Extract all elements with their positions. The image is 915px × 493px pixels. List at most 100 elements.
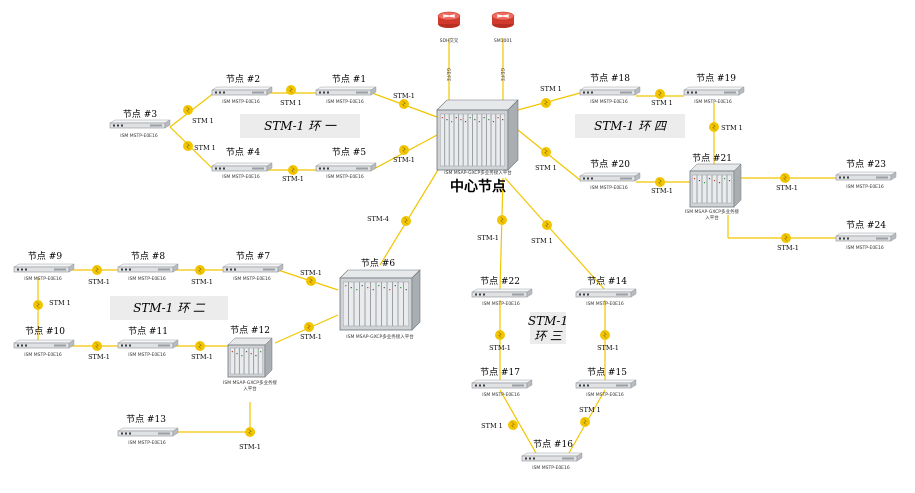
ring-two-box	[110, 296, 228, 320]
node-17-label: 节点 #17	[480, 367, 520, 378]
node-12-caption-line1: ISM MSAP-GXCP多业务接	[223, 379, 277, 386]
bolt-3-4-icon	[183, 141, 193, 151]
node-23: 节点 #23 ISM MSTP-E0E16	[835, 159, 897, 190]
node-17: 节点 #17 ISM MSTP-E0E16	[471, 367, 533, 398]
node-5: 节点 #5 ISM MSTP-E0E16	[315, 147, 377, 180]
node-16-label: 节点 #16	[533, 439, 573, 450]
node-2: 节点 #2 ISM MSTP-E0E16	[211, 74, 273, 105]
node-12-caption-line2: 入平台	[243, 385, 257, 392]
node-13-device	[117, 427, 179, 437]
node-15-device	[575, 379, 637, 389]
stm-label-1-center: STM-1	[393, 92, 415, 100]
router-right-label: SM1001	[494, 38, 512, 44]
bolt-15-16-icon	[580, 417, 590, 427]
rack-nodes: 节点 #21 ISM MSAP-GXCP多业务接 入平台 节点 #6 ISM M…	[223, 153, 742, 392]
bolt-1-center-icon	[399, 99, 409, 109]
uplink-right-label: GE/FE	[499, 68, 505, 81]
ring-labels: STM-1 环 一 STM-1 环 四 STM-1 环 二 STM-1 环 三	[110, 114, 685, 344]
node-23-device	[835, 171, 897, 181]
uplink-left-label: GE/FE	[445, 68, 451, 81]
stm-label-2-1: STM 1	[280, 99, 302, 107]
bolt-19-21-icon	[709, 122, 719, 132]
node-10-label: 节点 #10	[25, 326, 65, 337]
node-1: 节点 #1 ISM MSTP-E0E16	[315, 74, 377, 105]
bolt-21-23-icon	[780, 173, 790, 183]
node-7: 节点 #7 ISM MSTP-E0E16	[222, 251, 284, 282]
node-3-label: 节点 #3	[123, 109, 157, 120]
stm-label-20-21: STM-1	[651, 187, 673, 195]
node-13-caption: ISM MSTP-E0E16	[128, 440, 166, 446]
bolt-10-11-icon	[92, 341, 102, 351]
node-12-label: 节点 #12	[230, 325, 270, 336]
node-20-label: 节点 #20	[590, 159, 630, 170]
node-18-caption: ISM MSTP-E0E16	[590, 99, 628, 105]
center-title: 中心节点	[450, 178, 506, 195]
stm-label-15-16: STM 1	[579, 406, 601, 414]
node-2-device	[211, 86, 273, 96]
bolt-center-22-icon	[497, 215, 507, 225]
node-7-label: 节点 #7	[236, 251, 270, 262]
stm-label-8-7: STM-1	[191, 278, 213, 286]
bolt-12-13-icon	[245, 427, 255, 437]
center-platform-caption: ISM MSAP-GXCP多业务接入平台	[444, 169, 512, 176]
node-3: 节点 #3 ISM MSTP-E0E16	[109, 109, 171, 139]
bolt-20-21-icon	[655, 177, 665, 187]
node-1-label: 节点 #1	[332, 74, 366, 85]
stm-label-center-6: STM-4	[367, 215, 389, 223]
stm-label-19-21: STM 1	[721, 124, 743, 132]
bolt-7-6-icon	[306, 276, 316, 286]
router-left-label: SDH交叉	[440, 37, 459, 44]
node-21-label: 节点 #21	[692, 153, 732, 164]
node-5-caption: ISM MSTP-E0E16	[326, 174, 364, 180]
center-platform: ISM MSAP-GXCP多业务接入平台 中心节点	[436, 99, 519, 195]
node-22-caption: ISM MSTP-E0E16	[482, 301, 520, 307]
node-20: 节点 #20 ISM MSTP-E0E16	[579, 159, 641, 191]
stm-label-3-2: STM 1	[192, 117, 214, 125]
node-17-caption: ISM MSTP-E0E16	[482, 392, 520, 398]
node-6-caption: ISM MSAP-GXCP多业务接入平台	[346, 333, 414, 340]
bolt-14-15-icon	[600, 330, 610, 340]
node-5-label: 节点 #5	[332, 147, 366, 158]
bolt-5-center-icon	[399, 145, 409, 155]
stm-label-3-4: STM 1	[194, 144, 216, 152]
ring-one-box	[240, 114, 360, 138]
node-8-caption: ISM MSTP-E0E16	[128, 276, 166, 282]
node-22: 节点 #22 ISM MSTP-E0E16	[471, 276, 533, 307]
node-11-caption: ISM MSTP-E0E16	[128, 352, 166, 358]
node-9-device	[13, 263, 75, 273]
node-17-device	[471, 379, 533, 389]
node-8: 节点 #8 ISM MSTP-E0E16	[117, 251, 179, 282]
ring-three-box	[530, 312, 566, 344]
node-16: 节点 #16 ISM MSTP-E0E16	[521, 439, 583, 471]
stm-label-12-6: STM-1	[300, 333, 322, 341]
node-9-caption: ISM MSTP-E0E16	[24, 276, 62, 282]
node-13-label: 节点 #13	[126, 414, 166, 425]
ring-one-label: STM-1 环 一	[264, 119, 337, 133]
bolt-3-2-icon	[183, 105, 193, 115]
node-14-caption: ISM MSTP-E0E16	[586, 301, 624, 307]
node-6: 节点 #6 ISM MSAP-GXCP多业务接入平台	[339, 258, 421, 340]
node-20-caption: ISM MSTP-E0E16	[590, 185, 628, 191]
node-2-caption: ISM MSTP-E0E16	[222, 99, 260, 105]
node-5-device	[315, 162, 377, 172]
stm-label-10-11: STM-1	[88, 353, 110, 361]
node-19-caption: ISM MSTP-E0E16	[694, 99, 732, 105]
node-1-device	[315, 86, 377, 96]
node-16-caption: ISM MSTP-E0E16	[532, 465, 570, 471]
bolt-17-16-icon	[508, 420, 518, 430]
node-14-device	[575, 288, 637, 298]
stm-label-7-6: STM-1	[300, 269, 322, 277]
node-23-label: 节点 #23	[846, 159, 886, 170]
stm-label-12-13: STM-1	[239, 443, 261, 451]
node-18-label: 节点 #18	[590, 73, 630, 84]
bolt-22-17-icon	[495, 330, 505, 340]
node-13: 节点 #13 ISM MSTP-E0E16	[117, 414, 179, 446]
stm-label-14-15: STM-1	[597, 344, 619, 352]
bolt-center-6-icon	[401, 216, 411, 226]
mstp-nodes: 节点 #2 ISM MSTP-E0E16 节点 #1 ISM MSTP-E0E1…	[13, 73, 897, 471]
stm-label-21-23: STM-1	[776, 184, 798, 192]
stm-label-5-center: STM-1	[393, 156, 415, 164]
node-6-label: 节点 #6	[361, 258, 395, 269]
node-21-caption-line2: 入平台	[705, 214, 719, 221]
